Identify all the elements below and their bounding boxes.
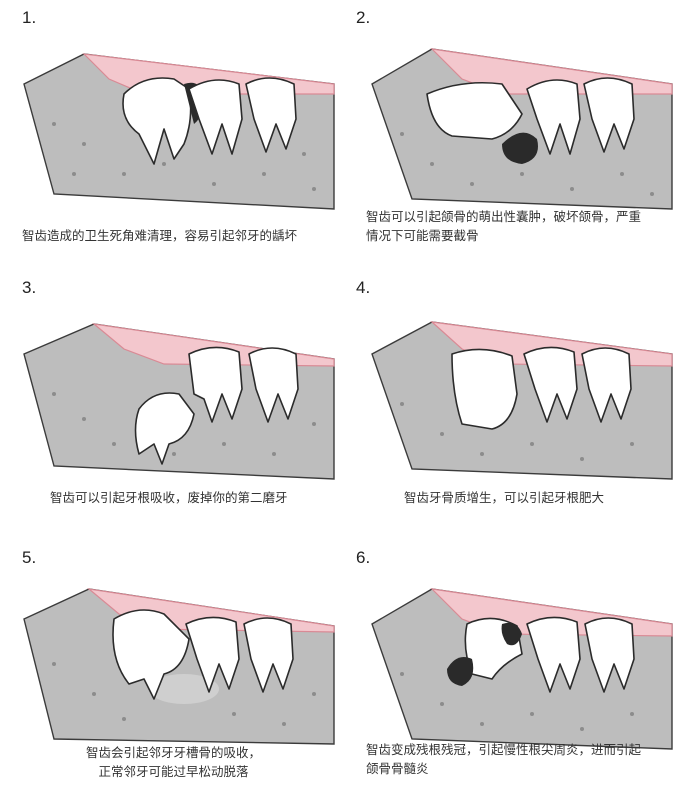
caption-line: 颌骨骨髓炎	[366, 761, 429, 776]
panel-caption: 智齿变成残根残冠，引起慢性根尖周炎，进而引起 颌骨骨髓炎	[366, 740, 641, 778]
panel-number: 2.	[356, 8, 371, 27]
panel-5: 5. 智齿会引起邻牙牙槽骨的吸收， 正常邻牙可能过早松动脱落	[0, 540, 343, 810]
jaw-illustration	[23, 53, 335, 210]
panel-caption: 智齿造成的卫生死角难清理，容易引起邻牙的龋坏	[22, 226, 297, 245]
panel-number: 6.	[356, 548, 371, 567]
caption-line: 智齿可以引起颌骨的萌出性囊肿，破坏颌骨，严重	[366, 209, 642, 224]
jaw-illustration	[23, 588, 335, 745]
panel-6: 6. 智齿变成残根残冠，引起慢性根尖周炎，进而引起 颌骨骨髓炎	[344, 540, 687, 810]
panel-4: 4. 智齿牙骨质增生，可以引起牙根肥大	[344, 270, 687, 540]
panel-caption: 智齿会引起邻牙牙槽骨的吸收， 正常邻牙可能过早松动脱落	[86, 743, 261, 781]
panel-number: 3.	[22, 278, 37, 297]
jaw-illustration	[23, 323, 335, 480]
panel-2: 2. 智齿可以引起颌骨的萌出性囊肿，破坏颌骨，严重 情况下可能需要截骨	[344, 0, 687, 270]
caption-line: 情况下可能需要截骨	[366, 228, 479, 243]
panel-caption: 智齿牙骨质增生，可以引起牙根肥大	[404, 488, 604, 507]
panel-caption: 智齿可以引起牙根吸收，废掉你的第二磨牙	[50, 488, 288, 507]
caption-line: 智齿变成残根残冠，引起慢性根尖周炎，进而引起	[366, 742, 642, 757]
panel-caption: 智齿可以引起颌骨的萌出性囊肿，破坏颌骨，严重 情况下可能需要截骨	[366, 207, 641, 245]
jaw-illustration	[371, 48, 673, 210]
panel-3: 3. 智齿可以引起牙根吸收，废掉你的第二磨牙	[0, 270, 343, 540]
caption-line: 智齿可以引起牙根吸收，废掉你的第二磨牙	[50, 490, 288, 505]
panel-number: 5.	[22, 548, 37, 567]
caption-line: 智齿会引起邻牙牙槽骨的吸收，	[86, 745, 262, 760]
panel-number: 1.	[22, 8, 37, 27]
panel-number: 4.	[356, 278, 371, 297]
jaw-illustration	[371, 321, 673, 480]
caption-line: 智齿牙骨质增生，可以引起牙根肥大	[404, 490, 605, 505]
caption-line: 智齿造成的卫生死角难清理，容易引起邻牙的龋坏	[22, 228, 298, 243]
panel-1: 1. 智齿造成的卫生死角难清理，容易引起邻牙的龋坏	[0, 0, 343, 270]
caption-line: 正常邻牙可能过早松动脱落	[98, 764, 249, 779]
jaw-illustration	[371, 588, 673, 750]
